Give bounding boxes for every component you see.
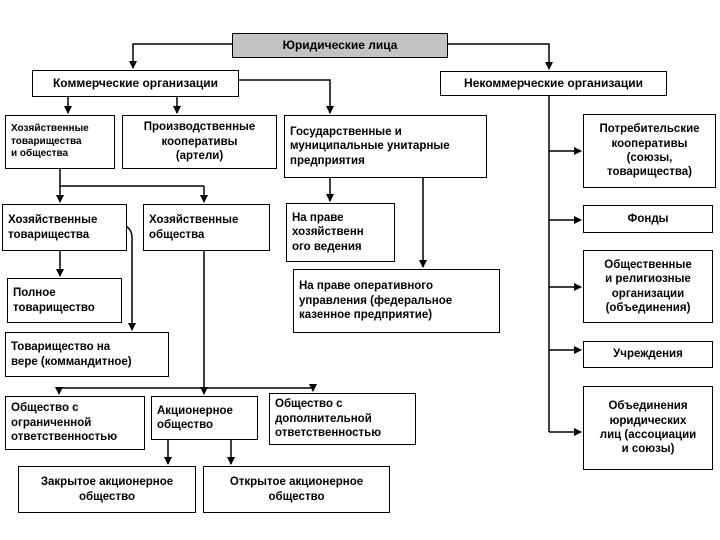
box-associations-of-legal-entities: Объединения юридических лиц (ассоциации …	[583, 386, 713, 470]
box-state-municipal-unitary: Государственные и муниципальные унитарны…	[284, 115, 487, 178]
box-closed-jsc: Закрытое акционерное общество	[18, 466, 196, 513]
box-general-partnership: Полное товарищество	[7, 278, 122, 323]
box-legal-entities: Юридические лица	[232, 33, 448, 58]
box-llc: Общество с ограниченной ответственностью	[5, 396, 145, 450]
box-right-operational-management: На праве оперативного управления (федера…	[293, 269, 500, 333]
box-joint-stock-company: Акционерное общество	[151, 396, 258, 440]
box-business-companies: Хозяйственные общества	[143, 204, 270, 251]
box-additional-liability-company: Общество с дополнительной ответственност…	[269, 393, 416, 445]
connector-title-to-commercial	[129, 43, 232, 69]
connector-commercial-to-state-unitary	[239, 79, 334, 114]
box-institutions: Учреждения	[583, 341, 713, 368]
box-business-partnerships: Хозяйственные товарищества	[2, 204, 127, 251]
box-right-economic-management: На праве хозяйственн ого ведения	[286, 203, 395, 262]
box-open-jsc: Открытое акционерное общество	[203, 466, 390, 513]
box-limited-partnership: Товарищество на вере (коммандитное)	[5, 332, 169, 377]
box-production-cooperatives: Производственные кооперативы (артели)	[122, 115, 277, 169]
connector-title-to-noncommercial	[448, 43, 553, 70]
box-commercial-orgs: Коммерческие организации	[32, 70, 239, 97]
box-public-religious-orgs: Общественные и религиозные организации (…	[583, 250, 713, 323]
box-funds: Фонды	[583, 205, 713, 233]
box-consumer-cooperatives: Потребительские кооперативы (союзы, това…	[583, 114, 716, 188]
box-partnerships-and-companies: Хозяйственные товарищества и общества	[5, 115, 115, 169]
box-noncommercial-orgs: Некоммерческие организации	[440, 71, 667, 96]
connector-split-bar	[59, 169, 204, 187]
